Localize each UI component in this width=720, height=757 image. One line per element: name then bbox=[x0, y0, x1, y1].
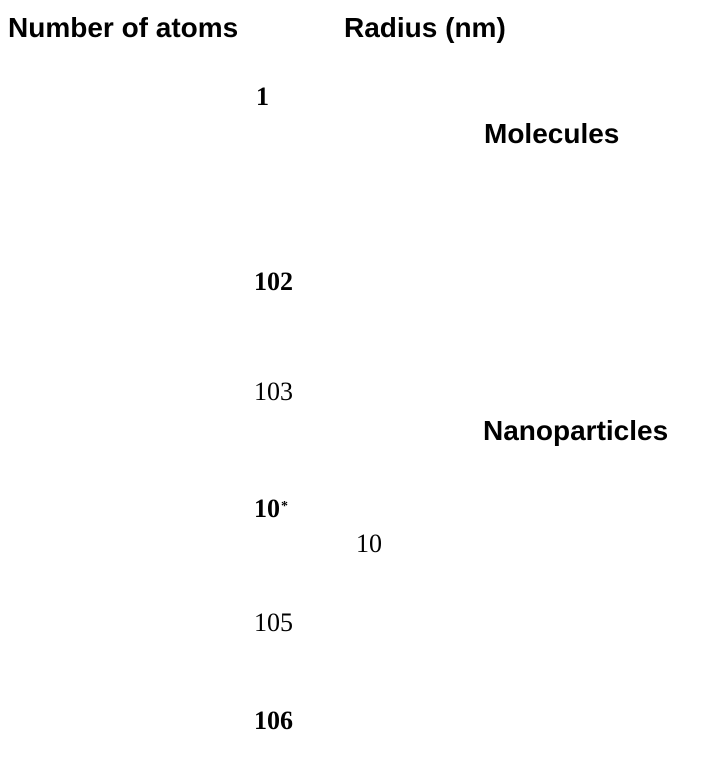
label-molecules: Molecules bbox=[484, 118, 620, 149]
atoms-value: 102 bbox=[254, 267, 293, 296]
atoms-value-with-superscript: 10* bbox=[254, 496, 288, 522]
header-number-of-atoms: Number of atoms bbox=[8, 12, 239, 43]
atoms-value: 10 bbox=[254, 494, 280, 523]
atoms-value: 106 bbox=[254, 706, 293, 735]
atoms-value: 1 bbox=[256, 82, 269, 111]
atoms-value: 105 bbox=[254, 608, 293, 637]
superscript-mark: * bbox=[281, 499, 288, 514]
header-radius: Radius (nm) bbox=[344, 12, 506, 43]
atoms-value: 103 bbox=[254, 377, 293, 406]
radius-value: 10 bbox=[356, 529, 382, 558]
label-nanoparticles: Nanoparticles bbox=[483, 415, 669, 446]
